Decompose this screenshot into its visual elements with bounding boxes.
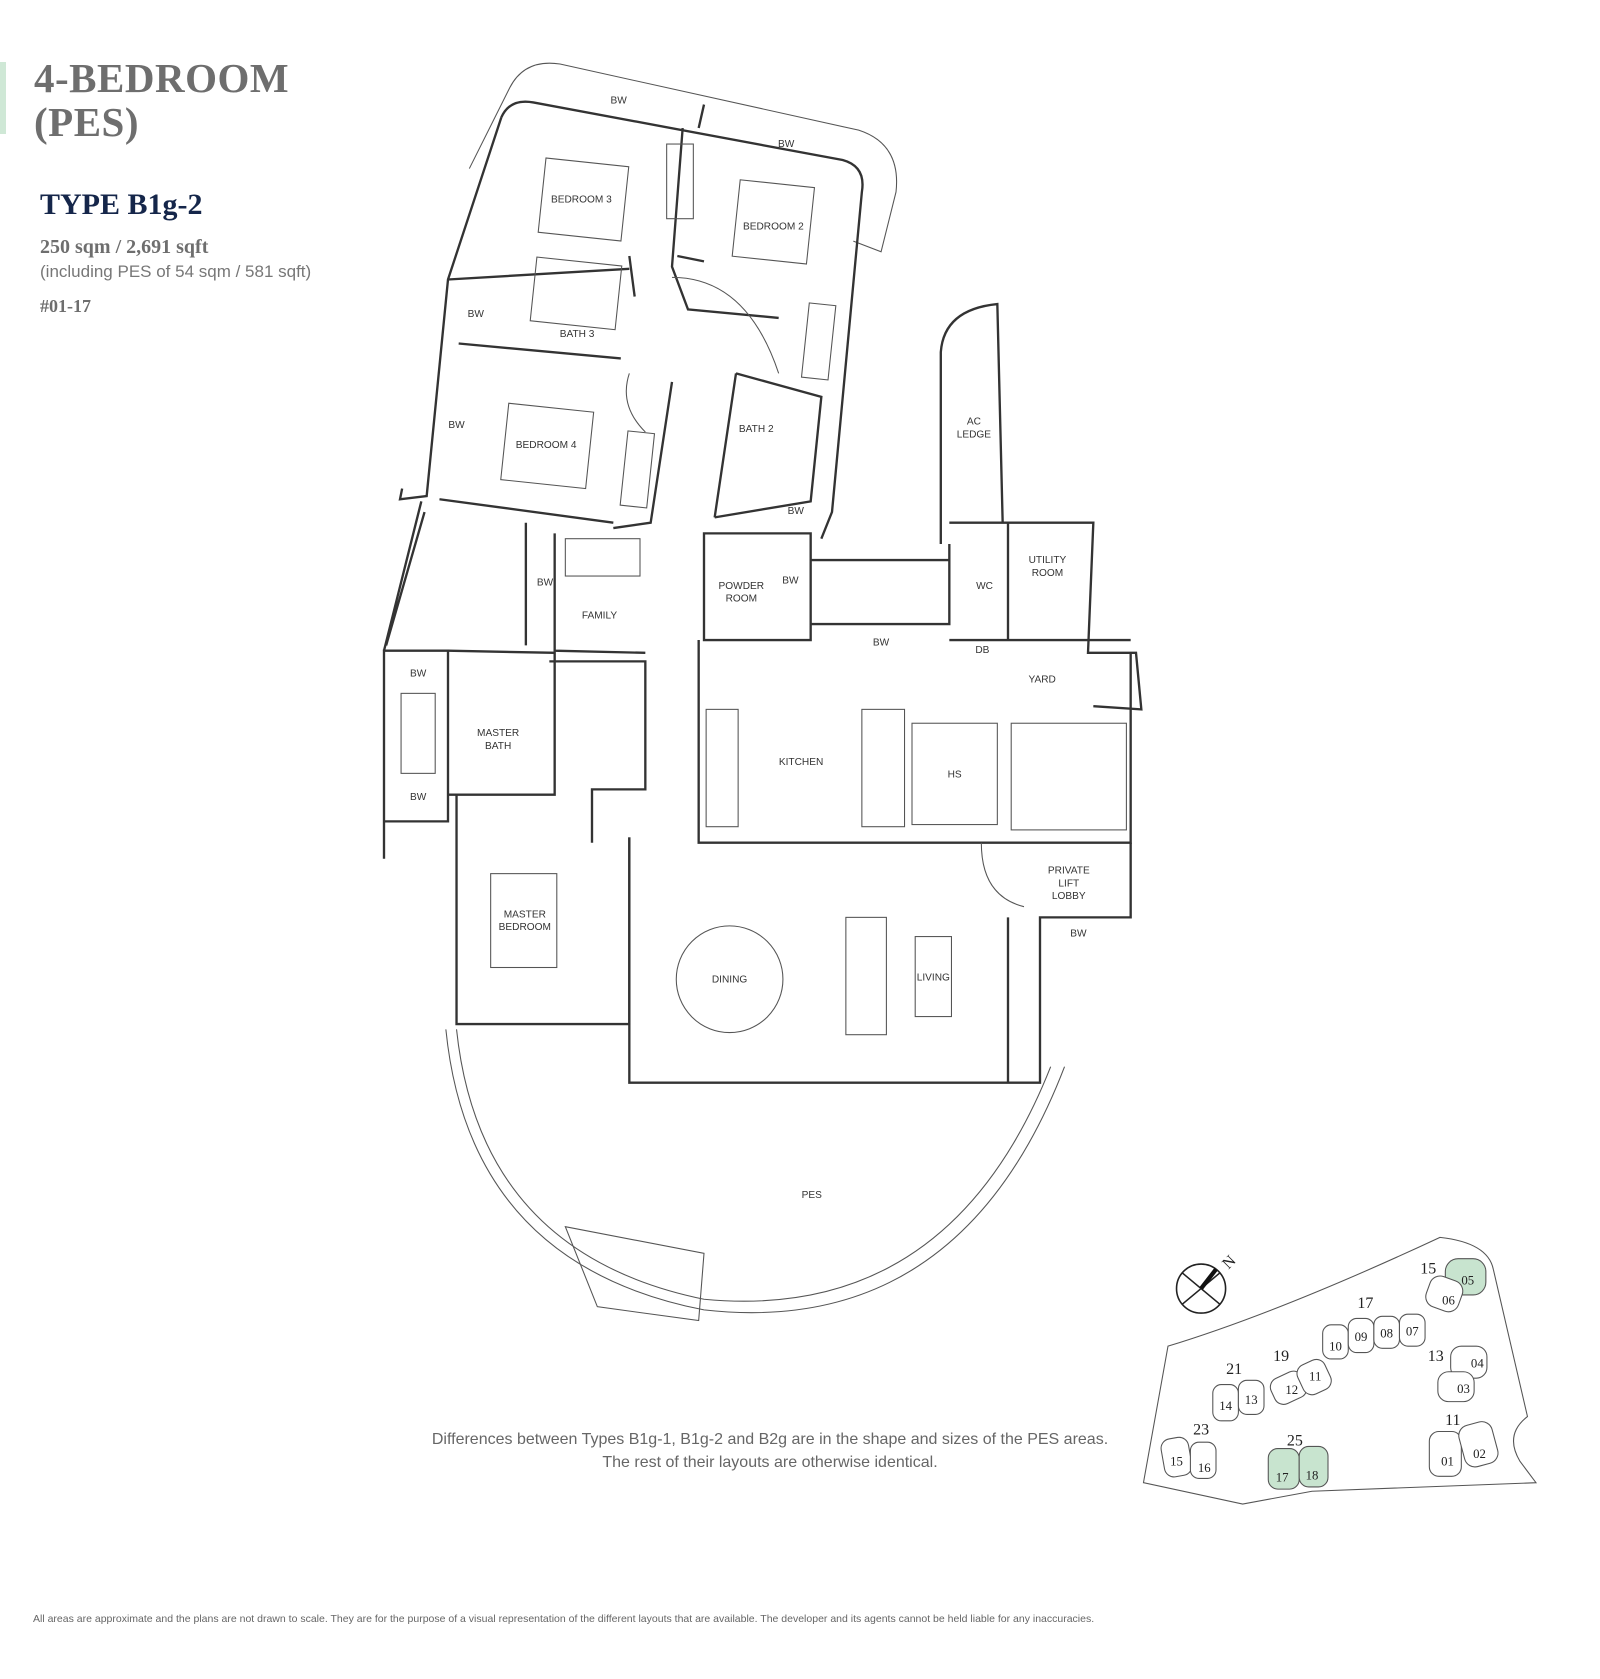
- pes-area: [445, 1029, 1066, 1322]
- unit-label: 11: [1309, 1369, 1321, 1383]
- bath-3-label: BATH 3: [560, 329, 595, 340]
- private-lift-lobby-label: LOBBY: [1052, 891, 1086, 902]
- unit-highlighted: [1298, 1445, 1329, 1488]
- unit-label: 06: [1442, 1294, 1455, 1308]
- unit-label: 03: [1457, 1382, 1470, 1396]
- block-label: 17: [1357, 1295, 1373, 1312]
- bay-window-label: BW: [611, 96, 628, 107]
- wc-label: WC: [976, 581, 993, 592]
- bay-window-label: BW: [410, 792, 427, 803]
- unit-label: 08: [1380, 1327, 1393, 1341]
- unit-label: 07: [1406, 1325, 1419, 1339]
- block-label: 19: [1273, 1348, 1289, 1365]
- bay-window-label: BW: [410, 668, 427, 679]
- pes-label: PES: [802, 1190, 823, 1201]
- page-title: 4-BEDROOM (PES): [34, 56, 289, 144]
- block-label: 11: [1445, 1412, 1460, 1429]
- bay-window-label: BW: [448, 420, 465, 431]
- master-bath-label: BATH: [485, 741, 511, 752]
- living-label: LIVING: [917, 972, 950, 983]
- bay-window-label: BW: [468, 309, 485, 320]
- unit-label: 10: [1329, 1339, 1342, 1353]
- master-bath-label: MASTER: [477, 728, 519, 739]
- private-lift-lobby-label: LIFT: [1058, 878, 1079, 889]
- note-line1: Differences between Types B1g-1, B1g-2 a…: [431, 1431, 1109, 1448]
- unit-label: 09: [1355, 1330, 1368, 1344]
- lower-block: [382, 521, 1143, 1084]
- bedroom-3-label: BEDROOM 3: [551, 195, 612, 206]
- site-plan: N 15 05 06 17 10 09 08 07 13 04 03 19 12…: [1142, 1236, 1538, 1505]
- utility-room-label: ROOM: [1032, 568, 1064, 579]
- bay-window-label: BW: [778, 139, 795, 150]
- block-label: 23: [1193, 1422, 1209, 1439]
- compass-icon: N: [1175, 1252, 1240, 1314]
- bay-window-label: BW: [782, 576, 799, 587]
- unit-label: 02: [1473, 1447, 1486, 1461]
- bedroom-2-label: BEDROOM 2: [743, 221, 804, 232]
- block-label: 15: [1420, 1261, 1436, 1278]
- ac-ledge-label: AC: [967, 417, 981, 428]
- title-line1: 4-BEDROOM: [34, 55, 290, 101]
- db-label: DB: [975, 645, 989, 656]
- upper-wing: [382, 62, 898, 651]
- unit-label: 17: [1276, 1471, 1289, 1485]
- unit-type: TYPE B1g-2: [40, 188, 203, 221]
- unit-label: 13: [1245, 1393, 1258, 1407]
- bedroom-4-label: BEDROOM 4: [516, 440, 577, 451]
- household-shelter-label: HS: [948, 770, 962, 781]
- kitchen-label: KITCHEN: [779, 757, 823, 768]
- room-labels: BW BW BEDROOM 3 BEDROOM 2 BW BATH 3 BW B…: [410, 96, 1090, 1201]
- dining-label: DINING: [712, 974, 748, 985]
- bay-window-label: BW: [788, 506, 805, 517]
- unit-label: 14: [1219, 1399, 1232, 1413]
- family-label: FAMILY: [582, 611, 618, 622]
- utility-room-label: UTILITY: [1029, 555, 1067, 566]
- unit-label: 15: [1170, 1455, 1183, 1469]
- unit-area: 250 sqm / 2,691 sqft: [40, 236, 209, 258]
- accent-bar: [0, 62, 6, 134]
- private-lift-lobby-label: PRIVATE: [1048, 866, 1090, 877]
- layout-differences-note: Differences between Types B1g-1, B1g-2 a…: [420, 1428, 1120, 1474]
- powder-room-label: ROOM: [726, 594, 758, 605]
- bath-2-label: BATH 2: [739, 424, 774, 435]
- pes-area-note: (including PES of 54 sqm / 581 sqft): [40, 262, 312, 281]
- unit-label: 12: [1285, 1383, 1298, 1397]
- powder-room-label: POWDER: [719, 581, 765, 592]
- unit-number: #01-17: [40, 296, 91, 316]
- unit-label: 04: [1471, 1357, 1484, 1371]
- note-line2: The rest of their layouts are otherwise …: [602, 1454, 938, 1471]
- title-line2: (PES): [34, 99, 139, 145]
- block-label: 25: [1287, 1432, 1303, 1449]
- bay-window-label: BW: [1070, 929, 1087, 940]
- bay-window-label: BW: [537, 578, 554, 589]
- north-label: N: [1219, 1252, 1240, 1273]
- unit-label: 05: [1461, 1273, 1474, 1287]
- master-bedroom-label: MASTER: [504, 909, 546, 920]
- yard-label: YARD: [1028, 675, 1055, 686]
- ac-ledge-label: LEDGE: [957, 429, 992, 440]
- unit-label: 01: [1441, 1455, 1454, 1469]
- unit-label: 18: [1306, 1469, 1319, 1483]
- disclaimer: All areas are approximate and the plans …: [33, 1613, 1095, 1625]
- block-label: 13: [1428, 1348, 1444, 1365]
- ac-ledge: [939, 302, 1004, 545]
- bay-window-label: BW: [873, 637, 890, 648]
- unit-label: 16: [1198, 1461, 1211, 1475]
- master-bedroom-label: BEDROOM: [499, 922, 551, 933]
- block-label: 21: [1226, 1361, 1242, 1378]
